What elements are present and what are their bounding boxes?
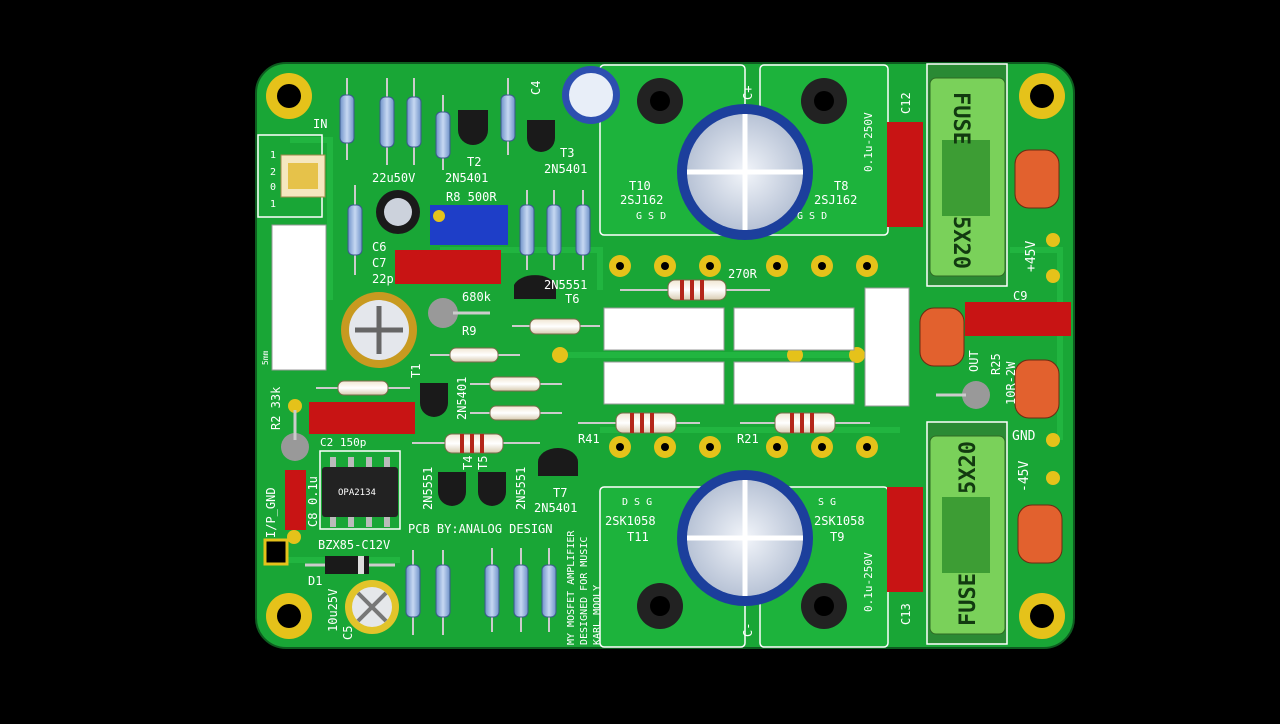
label-c12: C12: [899, 92, 913, 114]
label-t1: T1: [409, 364, 423, 378]
label-r25: R25: [989, 353, 1003, 375]
label-r2: R2 33k: [269, 386, 283, 430]
label-c4: C4: [529, 81, 543, 95]
label-c2: C2 150p: [320, 436, 366, 449]
label-c8: C8: [306, 513, 320, 527]
label-note-3: KARL MOOLY: [592, 585, 603, 645]
label-pin-b: 2: [270, 167, 276, 178]
label-cplus: C+: [741, 86, 755, 100]
large-electrolytic-caps: [677, 104, 813, 606]
label-c13: C13: [899, 603, 913, 625]
label-t5: T5: [476, 456, 490, 470]
label-t2: T2: [467, 155, 481, 169]
film-caps: [285, 122, 1071, 592]
fuse-holders: [926, 63, 1008, 645]
label-t3p: 2N5401: [544, 162, 587, 176]
label-plus45: +45V: [1024, 241, 1039, 272]
zener-diode: [305, 556, 395, 574]
label-c8v: 0.1u: [306, 476, 320, 505]
label-t10p: 2SJ162: [620, 193, 663, 207]
label-t1p: 2N5401: [455, 377, 469, 420]
label-c6: C6: [372, 240, 386, 254]
mounting-holes: [266, 73, 1065, 639]
input-connector: [257, 134, 326, 566]
label-r25v: 10R-2W: [1004, 361, 1018, 405]
label-fuse-top: FUSE: [948, 92, 973, 145]
trimmer-pot: [430, 205, 508, 245]
label-5mm: 5mm: [261, 350, 270, 365]
label-r21: R21: [737, 432, 759, 446]
label-pin-c: 0: [270, 182, 276, 193]
label-c7v: 22p: [372, 272, 394, 286]
fuse-text: FUSE 5X20 5X20 FUSE: [948, 92, 981, 626]
label-chip: OPA2134: [338, 488, 376, 498]
label-d1: D1: [308, 574, 322, 588]
label-t6p: 2N5551: [544, 278, 587, 292]
label-dsg-right: S G: [818, 497, 836, 508]
label-note-2: DESIGNED FOR MUSIC: [579, 537, 590, 645]
label-t9: T9: [830, 530, 844, 544]
label-pin-d: 1: [270, 199, 276, 210]
label-gsd-right: G S D: [797, 211, 827, 222]
label-t3: T3: [560, 146, 574, 160]
to92-transistors: [420, 110, 578, 506]
label-t11: T11: [627, 530, 649, 544]
label-r680: 680k: [462, 290, 492, 304]
label-t5p: 2N5551: [514, 467, 528, 510]
label-t10: T10: [629, 179, 651, 193]
label-t7: T7: [553, 486, 567, 500]
label-t11p: 2SK1058: [605, 514, 656, 528]
label-gsd-left: G S D: [636, 211, 666, 222]
label-gnd: GND: [1012, 429, 1036, 444]
label-t4p: 2N5551: [421, 467, 435, 510]
label-c5v: 10u25V: [326, 589, 340, 632]
label-t8p: 2SJ162: [814, 193, 857, 207]
label-22u: 22u50V: [372, 171, 415, 185]
label-pin-a: 1: [270, 150, 276, 161]
label-r9: R9: [462, 324, 476, 338]
label-cminus: C-: [741, 623, 755, 637]
label-in: IN: [313, 117, 327, 131]
label-cap-bottom: 0.1u-250V: [862, 552, 875, 612]
label-270r: 270R: [728, 267, 758, 281]
label-c9: C9: [1013, 289, 1027, 303]
label-c7: C7: [372, 256, 386, 270]
label-bzx: BZX85-C12V: [318, 538, 390, 552]
label-out: OUT: [967, 350, 981, 372]
pad-holes: [616, 262, 871, 451]
label-minus45: -45V: [1017, 461, 1032, 492]
power-resistors: [271, 224, 910, 407]
label-t6: T6: [565, 292, 579, 306]
label-t9p: 2SK1058: [814, 514, 865, 528]
label-r41: R41: [578, 432, 600, 446]
label-dsg-left: D S G: [622, 497, 652, 508]
label-t2p: 2N5401: [445, 171, 488, 185]
label-t8: T8: [834, 179, 848, 193]
label-fuse-bot-size: 5X20: [956, 441, 981, 494]
silkscreen-text: T2 2N5401 T3 2N5401 C4 22u50V R8 500R C6…: [261, 81, 1039, 645]
small-caps: [281, 66, 990, 634]
mosfet-tab-holes: [637, 78, 847, 629]
label-t4: T4: [461, 456, 475, 470]
label-note-1: MY MOSFET AMPLIFIER: [566, 530, 577, 645]
label-t7p: 2N5401: [534, 501, 577, 515]
label-r8: R8 500R: [446, 190, 497, 204]
screw-terminals: [919, 149, 1063, 564]
label-cap-top: 0.1u-250V: [862, 112, 875, 172]
label-fuse-bot: FUSE: [956, 573, 981, 626]
label-c5: C5: [341, 626, 355, 640]
label-ipgnd: I/P_GND: [264, 487, 278, 538]
label-credit: PCB BY:ANALOG DESIGN: [408, 522, 553, 536]
label-fuse-top-size: 5X20: [948, 216, 973, 269]
opamp-ic: [319, 450, 401, 530]
small-resistors: [316, 78, 870, 635]
